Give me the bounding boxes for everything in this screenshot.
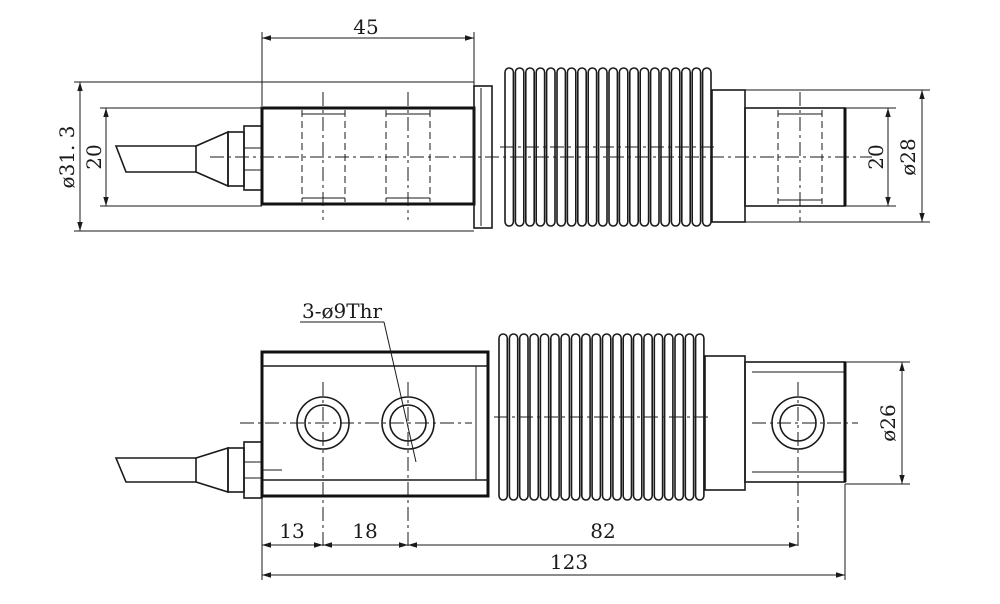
dim-dia-31-3: ø31. 3 xyxy=(55,81,474,232)
dim-dia-28-label: ø28 xyxy=(896,138,920,176)
front-hole-1 xyxy=(296,382,350,548)
front-cable xyxy=(114,441,263,499)
dim-20-right: 20 xyxy=(845,107,896,207)
dim-45-label: 45 xyxy=(353,15,378,39)
dim-123: 123 xyxy=(262,550,845,578)
dim-dia-26: ø26 xyxy=(845,361,910,485)
dim-dia-28: ø28 xyxy=(745,89,930,223)
bellows-rib xyxy=(508,333,519,501)
bellows-rib xyxy=(632,333,643,501)
top-cable xyxy=(114,125,263,191)
dim-45: 45 xyxy=(261,15,475,106)
dim-18-label: 18 xyxy=(352,519,377,543)
dim-dia-26-label: ø26 xyxy=(876,404,900,442)
front-bellows xyxy=(494,333,709,501)
front-collar xyxy=(704,355,746,491)
bellows-rib xyxy=(639,67,650,227)
dim-18: 18 xyxy=(323,519,408,548)
bellows-rib xyxy=(514,67,525,227)
thread-callout-label: 3-ø9Thr xyxy=(302,299,382,323)
front-body xyxy=(240,350,490,498)
dim-82: 82 xyxy=(408,519,798,548)
top-collar xyxy=(711,89,746,223)
bellows-rib xyxy=(684,333,695,501)
dim-20-left: 20 xyxy=(82,107,262,207)
front-hole-3 xyxy=(752,382,858,548)
dim-13: 13 xyxy=(262,519,323,548)
front-hole-2 xyxy=(381,382,435,548)
front-view: 3-ø9Thr ø26 13 18 xyxy=(114,299,910,580)
dim-20-left-label: 20 xyxy=(82,144,106,169)
top-bellows xyxy=(500,67,716,227)
dim-20-right-label: 20 xyxy=(864,144,888,169)
front-right-end xyxy=(744,361,847,483)
top-body xyxy=(260,92,476,220)
dim-123-label: 123 xyxy=(550,550,588,574)
dim-82-label: 82 xyxy=(590,519,615,543)
thread-callout: 3-ø9Thr xyxy=(300,299,417,463)
dim-13-label: 13 xyxy=(279,519,304,543)
dim-dia-31-3-label: ø31. 3 xyxy=(55,126,79,189)
top-view: 45 ø31. 3 20 20 ø28 xyxy=(55,15,930,232)
